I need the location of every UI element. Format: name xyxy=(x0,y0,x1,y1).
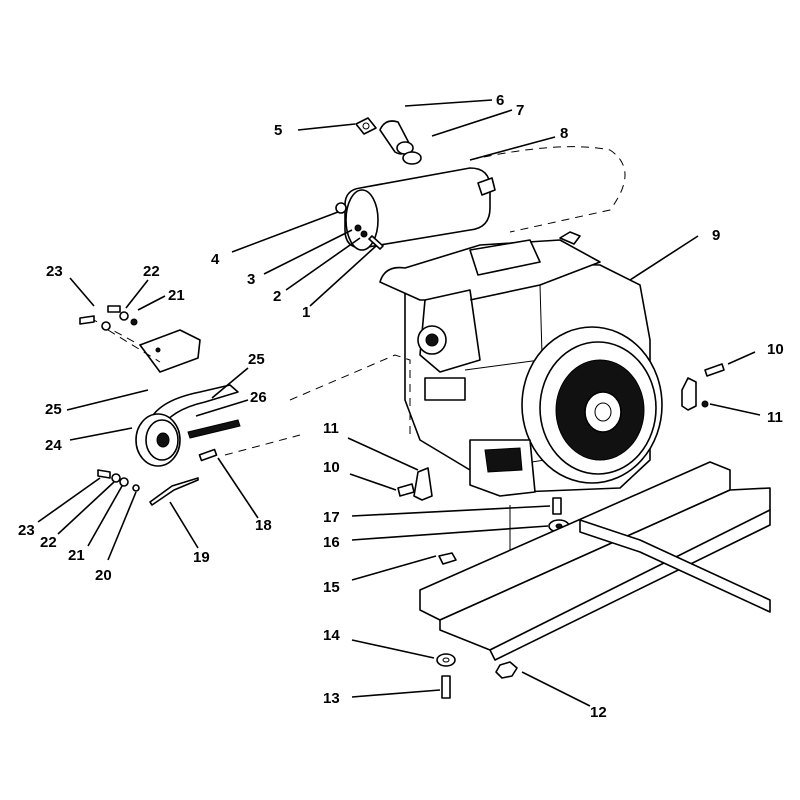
callout-23b: 23 xyxy=(18,522,35,539)
engine-mount-hardware xyxy=(397,363,725,699)
callout-4: 4 xyxy=(211,251,220,268)
callout-3: 3 xyxy=(247,271,255,288)
callout-2: 2 xyxy=(273,288,281,305)
callout-19: 19 xyxy=(193,549,210,566)
callout-13: 13 xyxy=(323,690,340,707)
callout-24: 24 xyxy=(45,437,62,454)
callout-5: 5 xyxy=(274,122,282,139)
callout-22a: 22 xyxy=(143,263,160,280)
leader-lines xyxy=(37,99,761,707)
callout-18: 18 xyxy=(255,517,272,534)
callout-11b: 11 xyxy=(323,420,339,437)
belt-guard-bracket xyxy=(79,305,201,373)
callout-16: 16 xyxy=(323,534,340,551)
frame-assembly xyxy=(419,461,771,661)
callout-21a: 21 xyxy=(168,287,185,304)
engine-assembly xyxy=(379,231,663,497)
callout-15: 15 xyxy=(323,579,340,596)
callout-11a: 11 xyxy=(767,409,783,426)
callout-10a: 10 xyxy=(767,341,784,358)
callout-25a: 25 xyxy=(248,351,265,368)
callout-labels: 6 7 5 8 9 4 3 2 1 23 22 21 25 25 26 24 1… xyxy=(18,92,784,721)
callout-20: 20 xyxy=(95,567,112,584)
pulley-belt-assembly xyxy=(97,354,411,506)
callout-21b: 21 xyxy=(68,547,85,564)
callout-22b: 22 xyxy=(40,534,57,551)
callout-6: 6 xyxy=(496,92,504,109)
callout-17: 17 xyxy=(323,509,340,526)
exhaust-assembly xyxy=(335,117,626,251)
callout-12: 12 xyxy=(590,704,607,721)
callout-10b: 10 xyxy=(323,459,340,476)
callout-7: 7 xyxy=(516,102,524,119)
callout-14: 14 xyxy=(323,627,340,644)
callout-1: 1 xyxy=(302,304,310,321)
callout-26: 26 xyxy=(250,389,267,406)
callout-9: 9 xyxy=(712,227,720,244)
callout-25b: 25 xyxy=(45,401,62,418)
callout-23a: 23 xyxy=(46,263,63,280)
callout-8: 8 xyxy=(560,125,568,142)
